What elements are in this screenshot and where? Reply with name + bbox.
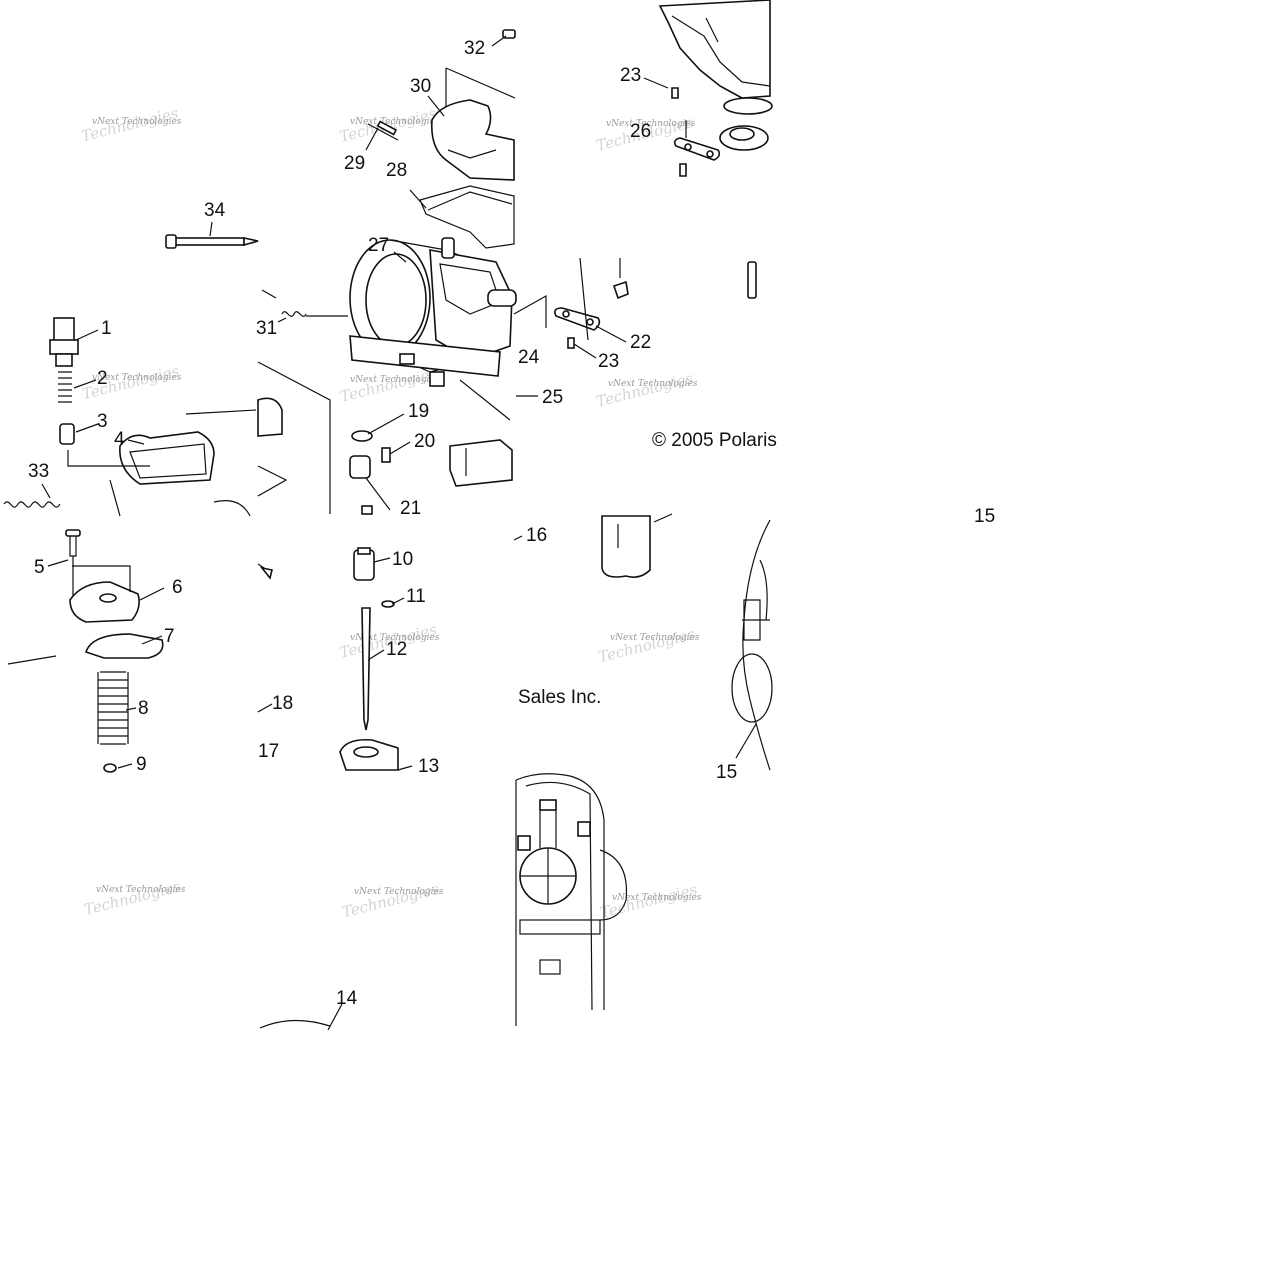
- callout-10: 10: [392, 549, 413, 570]
- callout-8: 8: [138, 698, 149, 719]
- callout-7: 7: [164, 626, 175, 647]
- callout-26: 26: [630, 121, 651, 142]
- callout-11: 11: [406, 586, 426, 607]
- callout-33: 33: [28, 461, 49, 482]
- copyright-notice: © 2005 Polaris Sales Inc.: [518, 430, 777, 708]
- callout-1: 1: [101, 318, 112, 339]
- carburetor-body: [257, 237, 757, 515]
- copyright-text-continued: Sales Inc.: [518, 687, 601, 708]
- callout-23a: 23: [620, 65, 641, 86]
- callout-5: 5: [34, 557, 45, 578]
- svg-text:vNext Technologies: vNext Technologies: [354, 887, 444, 897]
- callout-20: 20: [414, 431, 435, 452]
- callout-18: 18: [272, 693, 293, 714]
- callout-30: 30: [410, 76, 431, 97]
- svg-text:Technologies: Technologies: [596, 625, 697, 667]
- svg-text:vNext Technologies: vNext Technologies: [606, 119, 696, 129]
- callout-12: 12: [386, 639, 407, 660]
- callout-25: 25: [542, 387, 563, 408]
- watermark-2: Technologies vNext Technologies: [338, 104, 440, 146]
- callout-23b: 23: [598, 351, 619, 372]
- callout-3: 3: [97, 411, 108, 432]
- svg-text:vNext Technologies: vNext Technologies: [610, 633, 700, 643]
- throttle-linkage-side-view: [601, 515, 773, 771]
- watermark-11: Technologies vNext Technologies: [598, 880, 702, 922]
- callout-16: 16: [526, 525, 547, 546]
- svg-text:vNext Technologies: vNext Technologies: [350, 375, 440, 385]
- callout-6: 6: [172, 577, 183, 598]
- carburetor-side-view: [259, 773, 628, 1029]
- watermark-1: Technologies vNext Technologies: [79, 104, 181, 146]
- callout-34: 34: [204, 200, 226, 221]
- watermark-5: Technologies vNext Technologies: [338, 364, 440, 406]
- float-chamber-cover-assembly: [367, 29, 516, 249]
- callout-labels: 1 2 3 4 5 6 7 8 9 10 11 12 13 14 15 15 1…: [28, 38, 995, 1009]
- callout-17: 17: [258, 741, 279, 762]
- callout-28: 28: [386, 160, 407, 181]
- leader-lines: [41, 35, 757, 1031]
- watermark-9: Technologies vNext Technologies: [82, 877, 186, 919]
- callout-4: 4: [114, 429, 125, 450]
- svg-text:Technologies: Technologies: [594, 369, 695, 411]
- diaphragm-assembly: [7, 529, 164, 773]
- callout-14: 14: [336, 988, 358, 1009]
- svg-text:vNext Technologies: vNext Technologies: [608, 379, 698, 389]
- callout-29: 29: [344, 153, 365, 174]
- watermark-4: Technologies vNext Technologies: [80, 362, 182, 404]
- watermark-8: Technologies vNext Technologies: [596, 625, 699, 667]
- svg-text:vNext Technologies: vNext Technologies: [92, 373, 182, 383]
- callout-22: 22: [630, 332, 651, 353]
- throttle-cap-assembly: [3, 234, 259, 517]
- copyright-text: © 2005 Polaris: [652, 430, 777, 451]
- callout-19: 19: [408, 401, 429, 422]
- svg-text:vNext Technologies: vNext Technologies: [96, 885, 186, 895]
- callout-31: 31: [256, 318, 277, 339]
- float-bowl-assembly: [658, 0, 773, 177]
- svg-text:Technologies: Technologies: [82, 877, 183, 919]
- callout-2: 2: [97, 368, 108, 389]
- svg-text:vNext Technologies: vNext Technologies: [350, 117, 440, 127]
- callout-21: 21: [400, 498, 421, 519]
- callout-15b: 15: [716, 762, 737, 783]
- watermark-6: Technologies vNext Technologies: [594, 369, 697, 411]
- callout-9: 9: [136, 754, 147, 775]
- callout-13: 13: [418, 756, 439, 777]
- callout-15a: 15: [974, 506, 995, 527]
- callout-27: 27: [368, 235, 389, 256]
- svg-text:Technologies: Technologies: [340, 880, 441, 922]
- watermark-10: Technologies vNext Technologies: [340, 880, 444, 922]
- svg-text:vNext Technologies: vNext Technologies: [92, 117, 182, 127]
- callout-32: 32: [464, 38, 485, 59]
- slide-needle-assembly: [257, 547, 399, 771]
- svg-text:vNext Technologies: vNext Technologies: [612, 893, 702, 903]
- svg-text:vNext Technologies: vNext Technologies: [350, 633, 440, 643]
- callout-24: 24: [518, 347, 540, 368]
